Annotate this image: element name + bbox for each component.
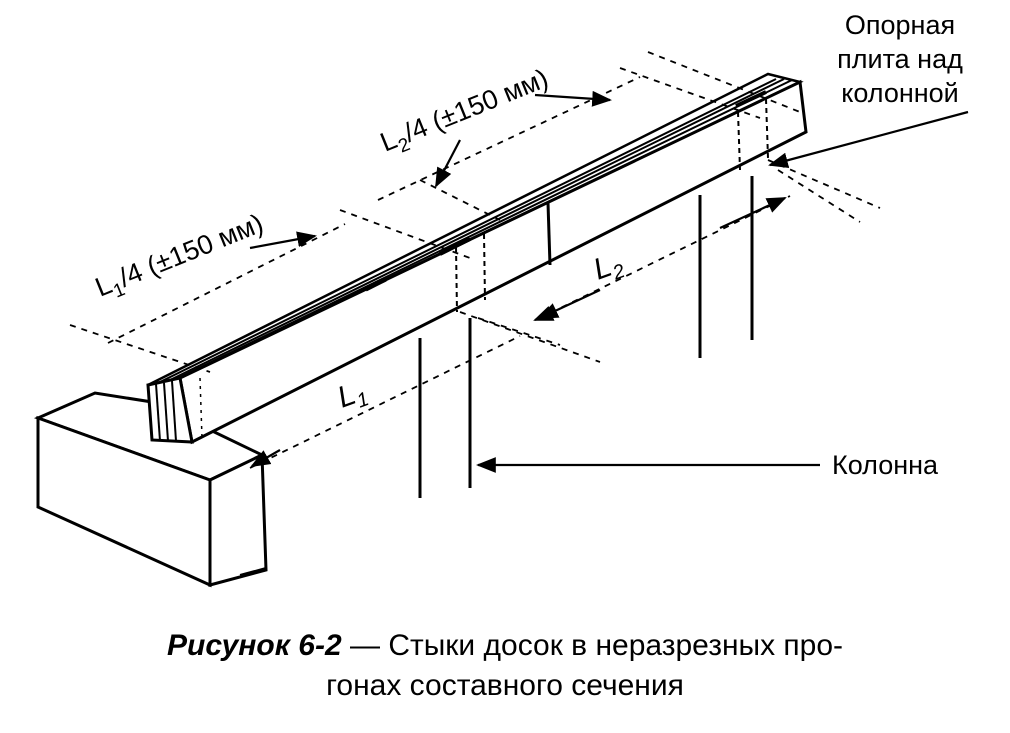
- figure-number: Рисунок 6-2: [166, 629, 342, 662]
- label-column: Колонна: [832, 450, 939, 480]
- caption-line-1: Рисунок 6-2 — Стыки досок в неразрезных …: [0, 626, 1010, 666]
- label-l1-quarter-rest: /4 (±150 мм): [115, 208, 268, 293]
- caption-line-2: гонах составного сечения: [326, 669, 684, 702]
- label-support-plate-3: колонной: [841, 78, 959, 108]
- label-span-1: L1: [333, 374, 372, 418]
- laminated-beam: [146, 72, 808, 445]
- label-support-plate-1: Опорная: [845, 10, 955, 40]
- label-support-plate-2: плита над: [837, 44, 963, 74]
- leader-arrows: [249, 90, 969, 473]
- label-l2-quarter: L2/4 (±150 мм): [376, 63, 555, 163]
- label-l2-quarter-rest: /4 (±150 мм): [400, 63, 553, 148]
- label-l1-quarter: L1/4 (±150 мм): [91, 208, 270, 308]
- figure-caption: Рисунок 6-2 — Стыки досок в неразрезных …: [0, 626, 1010, 706]
- caption-line-1-text: Стыки досок в неразрезных про-: [388, 629, 844, 662]
- wall-support-block: [33, 391, 268, 588]
- columns: [418, 176, 754, 498]
- beam-diagram: Опорная плита над колонной Колонна L1/4 …: [33, 10, 969, 588]
- caption-dash: —: [341, 629, 389, 662]
